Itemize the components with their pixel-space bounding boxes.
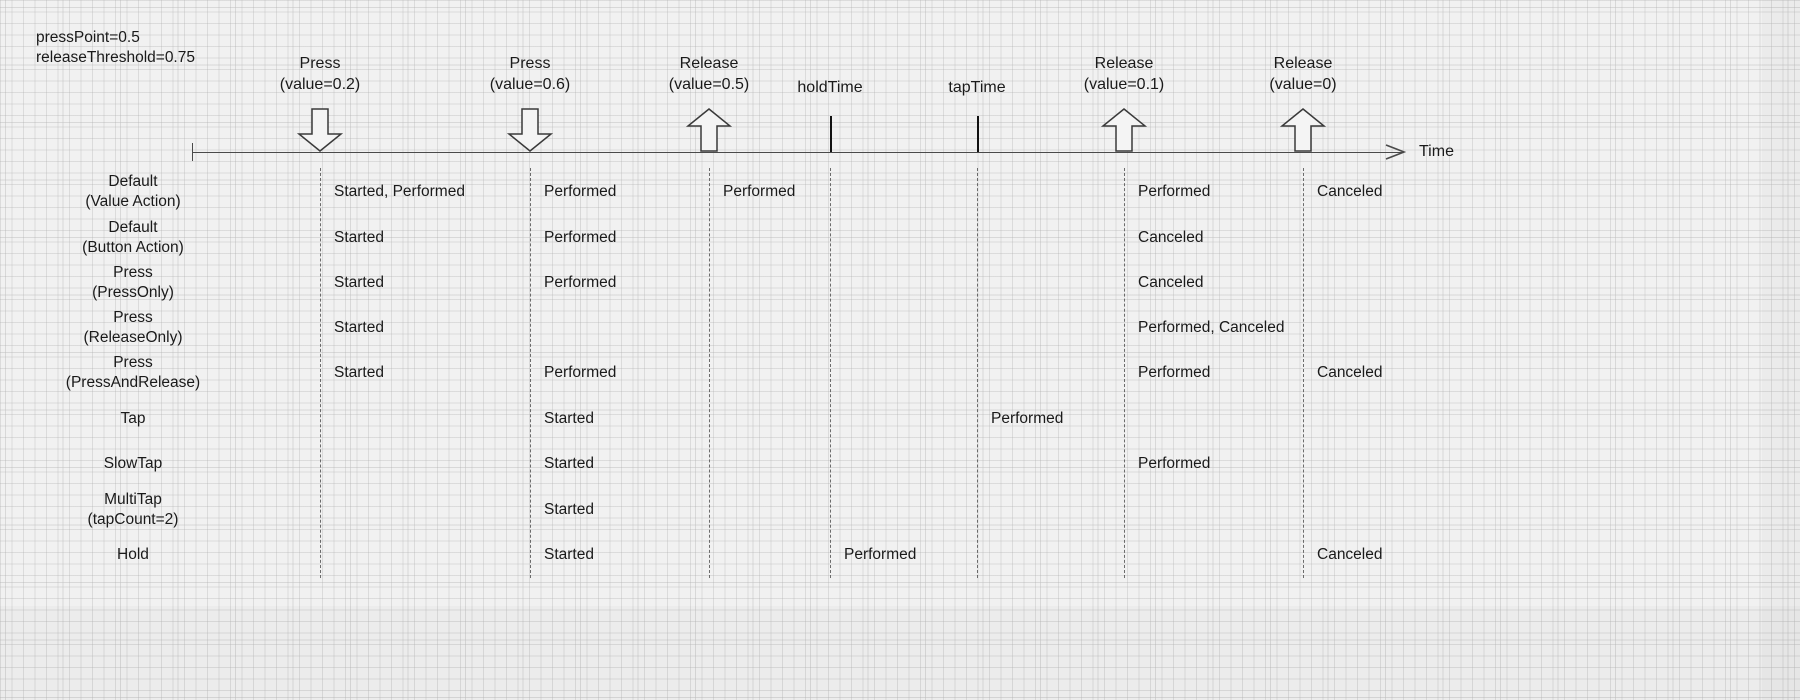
event-label-tap-time: tapTime [948, 79, 1006, 96]
event-label-hold-time: holdTime [797, 79, 863, 96]
row-label-press-pressonly: Press (PressOnly) [92, 264, 174, 301]
timeline-arrowhead-icon [1385, 144, 1407, 160]
cell-default-buttonaction-press-02: Started [334, 229, 384, 246]
row-label-press-releaseonly: Press (ReleaseOnly) [83, 309, 183, 346]
timeline-axis [192, 152, 1404, 153]
cell-default-buttonaction-press-06: Performed [544, 229, 617, 246]
event-label-release-01: Release (value=0.1) [1083, 55, 1165, 93]
guide-line-press-06 [530, 168, 531, 578]
cell-default-valueaction-release-05: Performed [723, 183, 796, 200]
row-label-default-valueaction: Default (Value Action) [85, 173, 181, 210]
cell-default-valueaction-release-01: Performed [1138, 183, 1211, 200]
cell-default-buttonaction-release-01: Canceled [1138, 229, 1204, 246]
guide-line-release-00 [1303, 168, 1304, 578]
cell-default-valueaction-press-06: Performed [544, 183, 617, 200]
row-label-multitap-tapcount2: MultiTap (tapCount=2) [87, 491, 179, 528]
cell-press-pressonly-press-06: Performed [544, 274, 617, 291]
tick-marker-tap-time [977, 116, 979, 152]
guide-line-hold-time [830, 168, 831, 578]
arrow-up-icon-release-00 [1279, 108, 1327, 152]
guide-line-release-01 [1124, 168, 1125, 578]
event-label-release-00: Release (value=0) [1269, 55, 1337, 93]
cell-press-pressonly-press-02: Started [334, 274, 384, 291]
arrow-down-icon-press-02 [296, 108, 344, 152]
guide-line-tap-time [977, 168, 978, 578]
arrow-up-icon-release-05 [685, 108, 733, 152]
guide-line-release-05 [709, 168, 710, 578]
arrow-down-icon-press-06 [506, 108, 554, 152]
cell-hold-press-06: Started [544, 546, 594, 563]
cell-press-pressandrelease-press-02: Started [334, 364, 384, 381]
cell-press-pressonly-release-01: Canceled [1138, 274, 1204, 291]
cell-tap-press-06: Started [544, 410, 594, 427]
row-label-press-pressandrelease: Press (PressAndRelease) [65, 354, 201, 391]
event-label-press-06: Press (value=0.6) [489, 55, 571, 93]
axis-title-time: Time [1419, 143, 1454, 160]
cell-hold-release-00: Canceled [1317, 546, 1383, 563]
cell-press-pressandrelease-press-06: Performed [544, 364, 617, 381]
parameter-note: pressPoint=0.5 releaseThreshold=0.75 [36, 29, 195, 66]
row-label-tap: Tap [120, 410, 146, 427]
row-label-slowtap: SlowTap [103, 455, 163, 472]
row-label-default-buttonaction: Default (Button Action) [82, 219, 184, 256]
cell-default-valueaction-press-02: Started, Performed [334, 183, 465, 200]
cell-default-valueaction-release-00: Canceled [1317, 183, 1383, 200]
page-edge-shading-right [1762, 0, 1800, 700]
cell-slowtap-press-06: Started [544, 455, 594, 472]
cell-hold-hold-time: Performed [844, 546, 917, 563]
event-label-press-02: Press (value=0.2) [279, 55, 361, 93]
cell-slowtap-release-01: Performed [1138, 455, 1211, 472]
guide-line-press-02 [320, 168, 321, 578]
arrow-up-icon-release-01 [1100, 108, 1148, 152]
row-label-hold: Hold [117, 546, 149, 563]
tick-marker-hold-time [830, 116, 832, 152]
cell-press-releaseonly-release-01: Performed, Canceled [1138, 319, 1285, 336]
page-edge-shading-bottom [0, 606, 1800, 700]
cell-press-releaseonly-press-02: Started [334, 319, 384, 336]
event-label-release-05: Release (value=0.5) [668, 55, 750, 93]
cell-tap-tap-time: Performed [991, 410, 1064, 427]
cell-multitap-tapcount2-press-06: Started [544, 501, 594, 518]
cell-press-pressandrelease-release-00: Canceled [1317, 364, 1383, 381]
cell-press-pressandrelease-release-01: Performed [1138, 364, 1211, 381]
